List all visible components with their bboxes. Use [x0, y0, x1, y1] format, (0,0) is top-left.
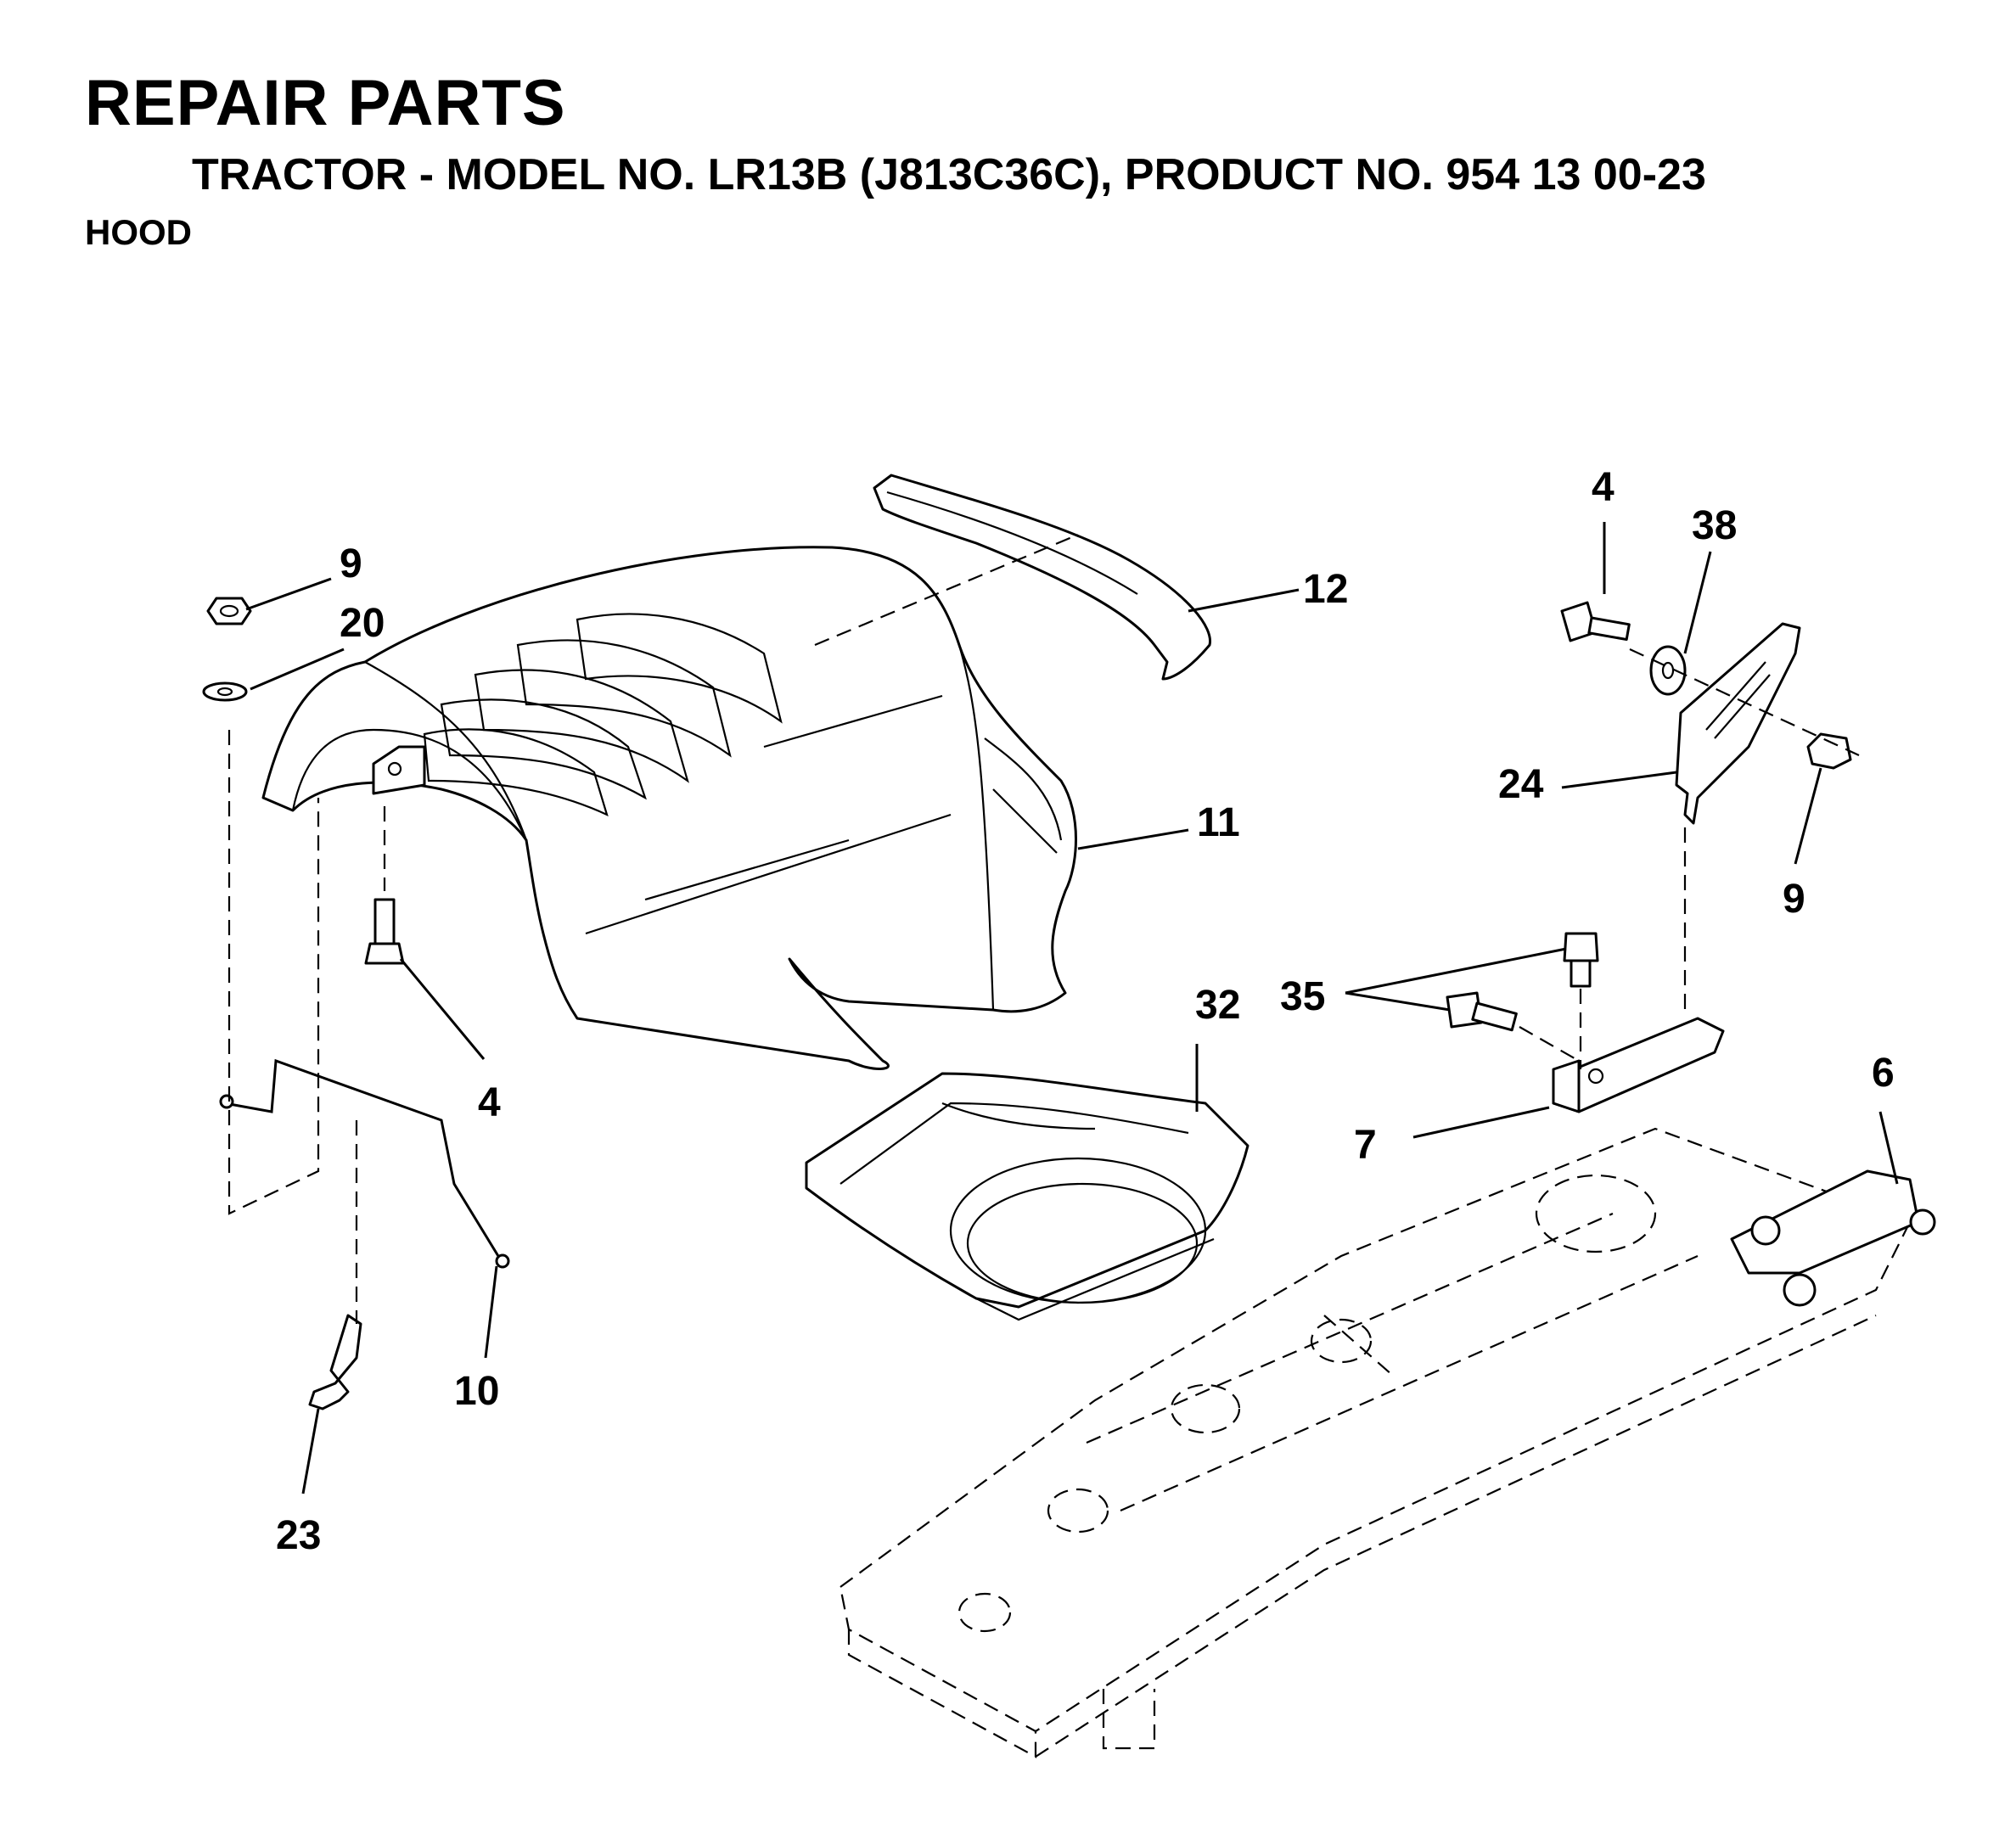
frame-outline	[839, 1127, 1912, 1758]
callout-11: 11	[1197, 800, 1240, 845]
callout-38: 38	[1692, 503, 1737, 548]
callout-4-upper: 4	[1592, 465, 1614, 510]
clip-part	[308, 1314, 362, 1410]
assembly-lines	[227, 533, 1860, 1324]
callout-numbers: 9 20 12 4 38 11 24 9 32 35 4 6 7 10 23	[276, 465, 1895, 1558]
callout-12: 12	[1303, 567, 1348, 612]
fasteners	[202, 597, 1852, 1032]
callout-23: 23	[276, 1513, 321, 1558]
callout-9-right: 9	[1783, 877, 1805, 922]
callout-leaders	[245, 522, 1899, 1494]
support-rod-part	[219, 1058, 510, 1269]
callout-32: 32	[1195, 983, 1240, 1028]
callout-20: 20	[340, 601, 385, 646]
mounting-plate-part	[1675, 622, 1801, 825]
section-label: HOOD	[85, 212, 192, 252]
hinge-bracket-part	[1552, 1017, 1725, 1113]
callout-10: 10	[454, 1369, 499, 1414]
model-subtitle: TRACTOR - MODEL NO. LR13B (J813C36C), PR…	[192, 150, 1706, 199]
callout-24: 24	[1498, 762, 1544, 807]
callout-6: 6	[1872, 1051, 1895, 1096]
callout-9-left: 9	[340, 541, 362, 586]
hood-pan-part	[805, 1072, 1249, 1321]
hood-bracket-part	[1730, 1169, 1936, 1307]
callout-35: 35	[1280, 974, 1325, 1019]
hood-trim-part	[873, 474, 1212, 681]
callout-4-lower: 4	[478, 1080, 501, 1125]
hood-part	[261, 546, 1077, 1070]
callout-7: 7	[1354, 1123, 1377, 1168]
page-title: REPAIR PARTS	[85, 67, 566, 139]
